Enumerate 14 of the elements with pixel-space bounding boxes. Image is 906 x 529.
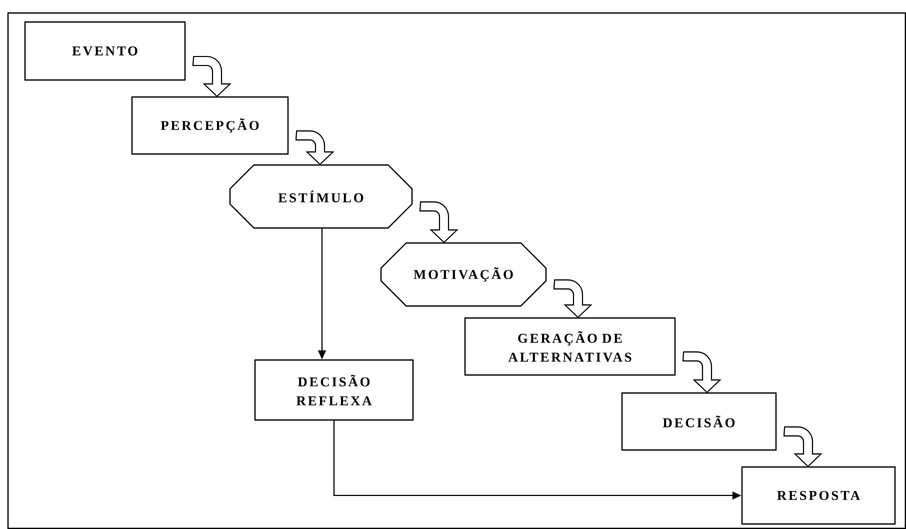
process-box: GERAÇÃO DE ALTERNATIVAS [464, 317, 676, 376]
process-box: RESPOSTA [741, 466, 896, 525]
block-arrow [682, 351, 721, 393]
block-arrow [192, 56, 231, 97]
process-box: DECISÃO REFLEXA [254, 359, 414, 421]
octagon-box: MOTIVAÇÃO [380, 242, 547, 307]
process-box: EVENTO [24, 21, 186, 81]
process-box: PERCEPÇÃO [131, 96, 289, 155]
block-arrow [553, 279, 592, 318]
block-arrow [783, 426, 822, 467]
block-arrow [295, 130, 334, 165]
block-arrow [419, 201, 458, 243]
octagon-box: ESTÍMULO [229, 164, 413, 229]
process-box: DECISÃO [621, 392, 777, 451]
